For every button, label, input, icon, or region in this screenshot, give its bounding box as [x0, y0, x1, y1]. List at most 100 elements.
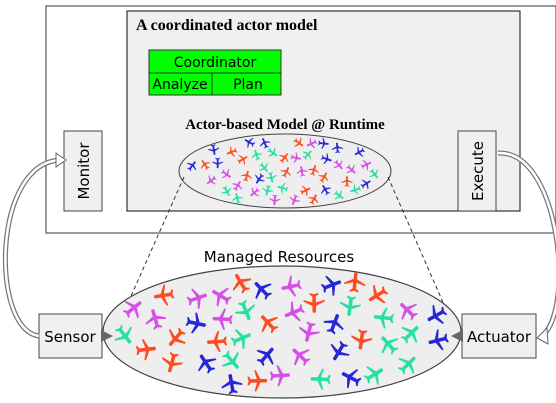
airplane-icon [262, 184, 274, 196]
airplane-icon [237, 154, 248, 165]
airplane-icon [381, 336, 399, 355]
airplane-icon [306, 137, 318, 149]
airplane-icon [250, 187, 260, 197]
airplane-icon [122, 300, 142, 319]
airplane-icon [296, 166, 308, 177]
airplane-icon [341, 369, 362, 389]
airplane-icon [318, 172, 329, 183]
airplane-icon [339, 295, 361, 316]
airplane-icon [254, 281, 273, 300]
airplane-icon [259, 138, 271, 149]
airplane-icon [360, 159, 372, 171]
airplane-icon [320, 185, 331, 196]
airplane-icon [427, 304, 448, 324]
airplane-icon [186, 288, 207, 310]
airplane-icon [279, 153, 289, 164]
airplane-icon [308, 165, 319, 176]
airplane-icon [114, 324, 132, 344]
airplane-icon [290, 152, 302, 164]
airplane-icon [232, 180, 242, 192]
airplane-icon [323, 314, 344, 335]
airplane-icon [354, 146, 366, 157]
monitor-box [63, 130, 103, 212]
airplane-icon [369, 168, 379, 179]
managed-resources-label: Managed Resources [204, 248, 355, 266]
airplane-icon [330, 340, 350, 361]
airplane-icon [206, 330, 228, 353]
airplane-icon [234, 299, 256, 321]
airplane-icon [302, 150, 312, 161]
airplane-icon [200, 160, 211, 171]
airplane-icon [281, 275, 302, 297]
airplane-icon [221, 373, 243, 395]
airplane-icon [284, 301, 306, 322]
airplane-icon [255, 173, 265, 184]
airplane-icon [232, 193, 244, 204]
airplane-icon [247, 370, 268, 392]
airplane-icon [320, 153, 332, 164]
airplane-icon [341, 176, 353, 187]
actuator-box [461, 313, 537, 359]
actor-model-title: A coordinated actor model [136, 17, 318, 34]
airplane-icon [428, 329, 450, 351]
airplane-icon [265, 171, 277, 183]
airplane-icon [244, 137, 256, 148]
airplane-icon [320, 275, 342, 297]
airplane-icon [368, 284, 389, 304]
airplane-icon [221, 185, 232, 196]
runtime-model-label: Actor-based Model @ Runtime [185, 117, 385, 133]
airplane-icon [208, 144, 220, 155]
airplane-icon [397, 356, 416, 375]
actuator-label: Actuator [467, 328, 532, 346]
airplane-icon [186, 161, 197, 172]
airplane-icon [221, 350, 240, 369]
airplane-icon [293, 137, 304, 147]
execute-label: Execute [469, 141, 487, 201]
airplane-icon [145, 309, 167, 330]
airplane-icon [153, 284, 175, 306]
airplane-icon [317, 137, 329, 149]
airplane-icon [162, 351, 183, 373]
airplane-icon [360, 179, 371, 190]
airplane-icon [333, 159, 343, 170]
analyze-label: Analyze [152, 77, 207, 93]
plan-box [211, 72, 282, 96]
airplane-icon [226, 146, 238, 157]
airplane-icon [168, 327, 186, 347]
airplane-icon [267, 147, 278, 157]
airplane-icon [333, 190, 344, 200]
airplane-icon [260, 315, 279, 334]
airplane-icon [241, 170, 252, 182]
airplane-icon [344, 272, 366, 293]
airplane-icon [256, 347, 274, 367]
airplane-icon [308, 194, 319, 205]
airplane-icon [258, 162, 269, 172]
airplane-icon [298, 321, 320, 342]
execute-to-actuator-arrowhead [536, 326, 549, 345]
airplane-icon [303, 292, 325, 313]
airplane-icon [251, 149, 263, 161]
airplane-icon [310, 368, 331, 390]
airplane-icon [220, 168, 231, 179]
airplane-icon [399, 302, 418, 321]
managed-airplane-group [114, 272, 450, 395]
monitor-label: Monitor [75, 142, 93, 200]
airplane-icon [346, 164, 356, 174]
airplane-icon [135, 339, 157, 361]
airplane-icon [289, 194, 301, 205]
airplane-icon [212, 287, 232, 307]
airplane-icon [351, 329, 373, 350]
airplane-icon [363, 366, 384, 386]
airplane-icon [212, 308, 233, 330]
airplane-icon [269, 194, 281, 206]
airplane-icon [185, 312, 207, 334]
airplane-icon [206, 175, 217, 185]
airplane-icon [292, 348, 311, 367]
airplane-icon [373, 307, 395, 329]
airplane-icon [280, 167, 291, 178]
airplane-icon [232, 274, 252, 294]
sensor-label: Sensor [44, 328, 96, 346]
sensor-to-monitor-arrow [4, 158, 63, 338]
airplane-icon [331, 142, 343, 154]
